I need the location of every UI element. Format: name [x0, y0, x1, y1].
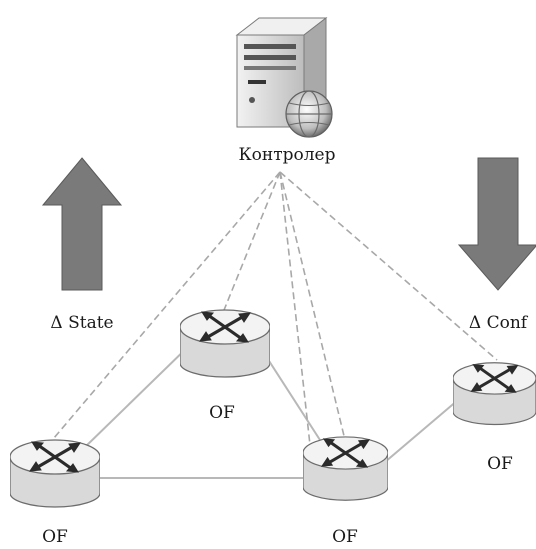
- control-links: [47, 171, 498, 446]
- switch-top-label: OF: [209, 403, 235, 423]
- up-arrow-icon: [41, 157, 123, 291]
- router-icon: [453, 361, 536, 427]
- switch-bottom-left: OF: [10, 438, 100, 547]
- conf-arrow-label: Δ Conf: [469, 313, 529, 333]
- state-arrow-label: Δ State: [50, 313, 113, 333]
- switch-bottom-left-label: OF: [42, 527, 68, 547]
- link-bottom-right-right: [377, 399, 459, 469]
- router-icon: [180, 308, 270, 379]
- control-link-top: [221, 171, 281, 316]
- switch-bottom-right-label: OF: [332, 527, 358, 547]
- switch-right-label: OF: [487, 454, 513, 474]
- router-icon: [10, 438, 100, 509]
- switch-bottom-right: OF: [303, 435, 388, 547]
- control-link-bottom-left: [47, 171, 281, 446]
- link-top-bottom-right: [261, 349, 321, 441]
- data-links: [81, 339, 459, 479]
- link-top-bottom-left: [81, 339, 196, 451]
- server-globe-icon: [235, 16, 333, 138]
- router-icon: [303, 435, 388, 502]
- controller-label: Контролер: [239, 145, 336, 165]
- control-link-bottom-right-b: [279, 171, 346, 441]
- down-arrow-icon: [457, 157, 536, 291]
- switch-right: OF: [453, 361, 536, 474]
- control-link-right: [279, 171, 498, 361]
- control-link-bottom-right-a: [279, 171, 311, 446]
- switch-top: OF: [180, 308, 270, 423]
